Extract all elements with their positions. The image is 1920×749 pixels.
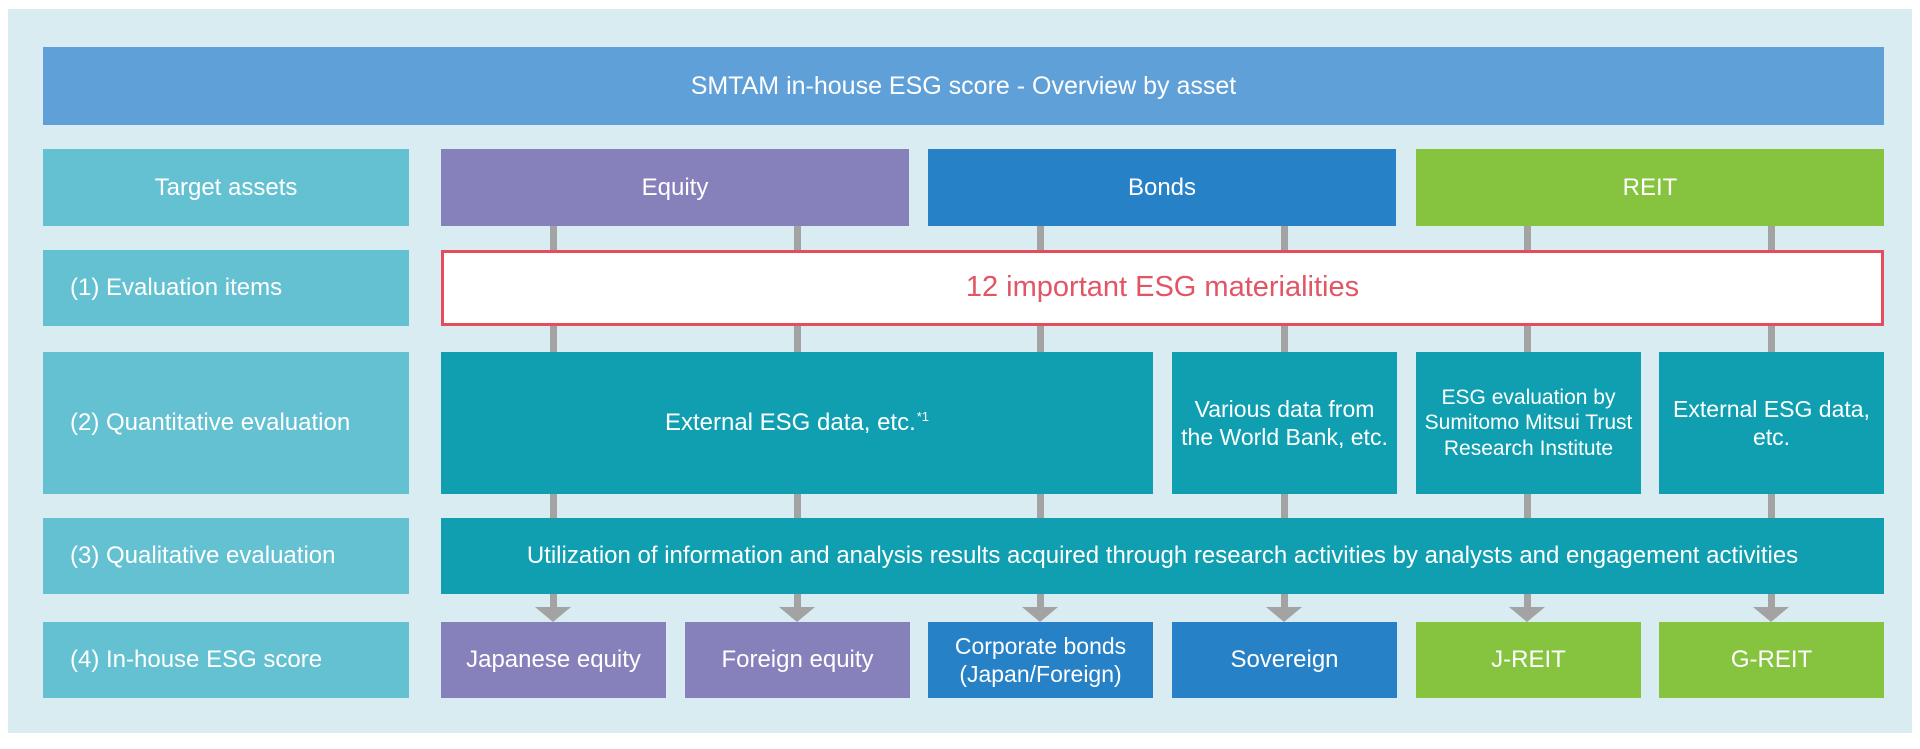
connector-line [1037, 494, 1044, 518]
score-box-label: Japanese equity [466, 646, 641, 674]
connector-line [1768, 494, 1775, 518]
qualitative-evaluation-text: Utilization of information and analysis … [526, 542, 1799, 570]
connector-line [1037, 326, 1044, 352]
row-label-text: (2) Quantitative evaluation [70, 409, 351, 437]
diagram-title-text: SMTAM in-house ESG score - Overview by a… [690, 71, 1237, 100]
down-arrow-icon [1022, 607, 1058, 622]
connector-line [794, 226, 801, 250]
quantitative-box-external-esg-data: External ESG data, etc.*1 [441, 352, 1153, 494]
connector-line [550, 326, 557, 352]
connector-line [1281, 326, 1288, 352]
score-box-label: Sovereign [1230, 646, 1339, 674]
asset-box-bonds: Bonds [928, 149, 1396, 226]
connector-line [1281, 226, 1288, 250]
score-box-g-reit: G-REIT [1659, 622, 1884, 698]
down-arrow-icon [1266, 607, 1302, 622]
qualitative-evaluation-box: Utilization of information and analysis … [441, 518, 1884, 594]
quantitative-box-text: External ESG data, etc.*1 [665, 408, 929, 437]
quantitative-box-text: Various data from the World Bank, etc. [1181, 395, 1388, 450]
quantitative-box-external-esg-data-reit: External ESG data, etc. [1659, 352, 1884, 494]
row-label-quantitative-evaluation: (2) Quantitative evaluation [43, 352, 409, 494]
row-label-evaluation-items: (1) Evaluation items [43, 250, 409, 326]
score-box-foreign-equity: Foreign equity [685, 622, 910, 698]
asset-label: Equity [641, 173, 709, 201]
connector-line [1768, 326, 1775, 352]
connector-line [1524, 594, 1531, 608]
quantitative-box-text: External ESG data, etc. [1673, 395, 1870, 450]
down-arrow-icon [535, 607, 571, 622]
row-label-text: Target assets [154, 173, 298, 201]
connector-line [1281, 594, 1288, 608]
connector-line [1524, 226, 1531, 250]
connector-line [550, 226, 557, 250]
score-box-label: J-REIT [1491, 646, 1566, 674]
score-box-japanese-equity: Japanese equity [441, 622, 666, 698]
connector-line [1524, 494, 1531, 518]
quantitative-box-text: ESG evaluation by Sumitomo Mitsui Trust … [1424, 385, 1633, 460]
score-box-j-reit: J-REIT [1416, 622, 1641, 698]
asset-label: Bonds [1127, 173, 1197, 201]
connector-line [1524, 326, 1531, 352]
row-label-target-assets: Target assets [43, 149, 409, 226]
diagram-title: SMTAM in-house ESG score - Overview by a… [43, 47, 1884, 125]
footnote-superscript: *1 [916, 409, 930, 425]
connector-line [1768, 594, 1775, 608]
quantitative-box-label: External ESG data, etc. [664, 409, 916, 437]
row-label-qualitative-evaluation: (3) Qualitative evaluation [43, 518, 409, 594]
score-box-label: Corporate bonds (Japan/Foreign) [954, 632, 1127, 687]
quantitative-box-world-bank-data: Various data from the World Bank, etc. [1172, 352, 1397, 494]
connector-line [1037, 226, 1044, 250]
down-arrow-icon [1753, 607, 1789, 622]
score-box-sovereign: Sovereign [1172, 622, 1397, 698]
score-box-label: Foreign equity [721, 646, 874, 674]
connector-line [550, 594, 557, 608]
connector-line [794, 326, 801, 352]
connector-line [1037, 594, 1044, 608]
connector-line [1768, 226, 1775, 250]
row-label-text: (3) Qualitative evaluation [70, 542, 336, 570]
asset-label: REIT [1622, 173, 1678, 201]
evaluation-items-box: 12 important ESG materialities [441, 250, 1884, 326]
row-label-text: (4) In-house ESG score [70, 646, 323, 674]
down-arrow-icon [1509, 607, 1545, 622]
evaluation-items-text: 12 important ESG materialities [965, 271, 1360, 304]
asset-box-equity: Equity [441, 149, 909, 226]
score-box-label: G-REIT [1730, 646, 1813, 674]
row-label-text: (1) Evaluation items [70, 274, 283, 302]
quantitative-box-smtri-evaluation: ESG evaluation by Sumitomo Mitsui Trust … [1416, 352, 1641, 494]
asset-box-reit: REIT [1416, 149, 1884, 226]
connector-line [794, 494, 801, 518]
down-arrow-icon [779, 607, 815, 622]
connector-line [1281, 494, 1288, 518]
connector-line [794, 594, 801, 608]
score-box-corporate-bonds: Corporate bonds (Japan/Foreign) [928, 622, 1153, 698]
row-label-in-house-esg-score: (4) In-house ESG score [43, 622, 409, 698]
connector-line [550, 494, 557, 518]
